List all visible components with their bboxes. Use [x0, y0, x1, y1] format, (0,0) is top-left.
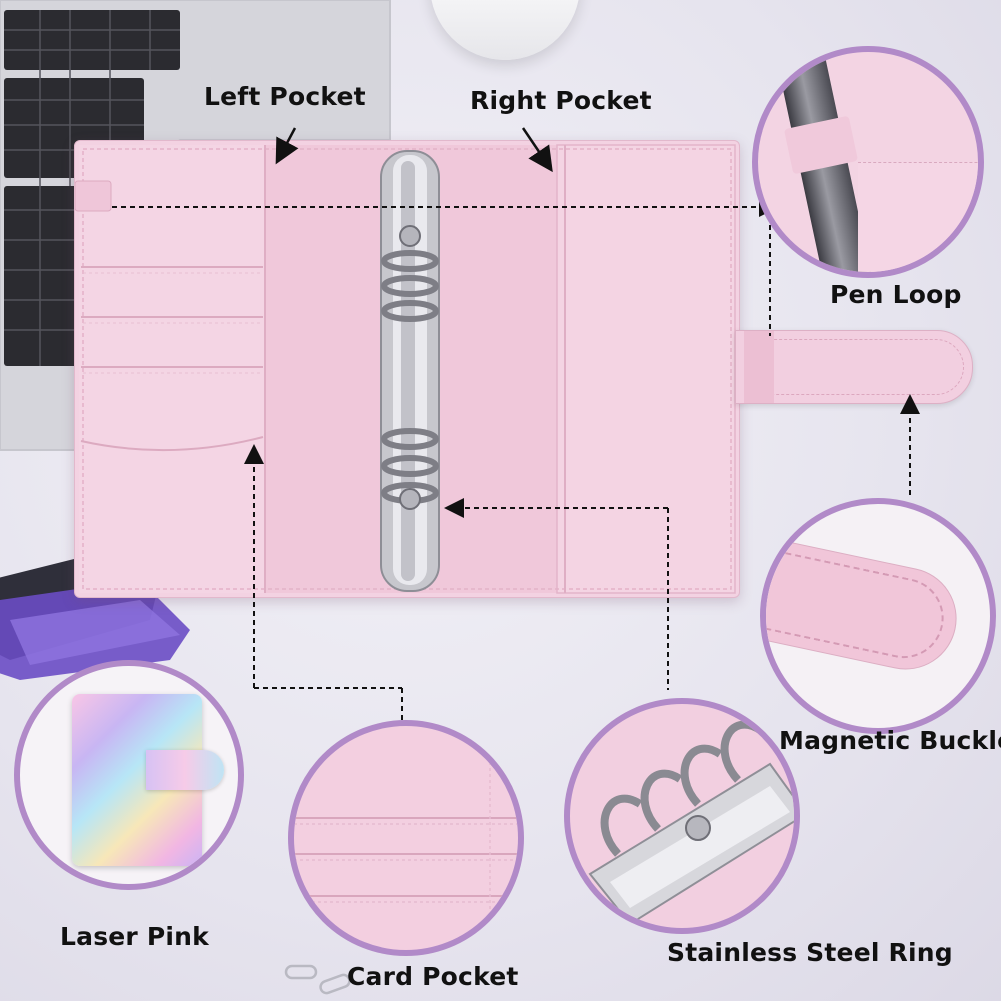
- binder-details: [75, 144, 736, 594]
- steel-ring-closeup: [564, 698, 800, 934]
- laptop: [0, 0, 400, 480]
- label-laser-pink: Laser Pink: [60, 922, 209, 951]
- card-pocket-closeup: [288, 720, 524, 956]
- magnetic-strap: [735, 330, 973, 404]
- label-magnetic-buckle: Magnetic Buckle: [779, 726, 1001, 755]
- label-right-pocket: Right Pocket: [470, 86, 652, 115]
- leather-flap: [858, 162, 978, 272]
- pen-loop-closeup: [752, 46, 984, 278]
- steel-ring-graphic: [588, 720, 794, 926]
- paper-clips: [280, 960, 380, 1001]
- label-stainless-steel-ring: Stainless Steel Ring: [667, 938, 953, 967]
- laptop-graphic: [0, 0, 391, 451]
- binder: [74, 140, 740, 598]
- laser-pink-closeup: [14, 660, 244, 890]
- label-pen-loop: Pen Loop: [830, 280, 962, 309]
- buckle-strap: [766, 530, 967, 680]
- label-card-pocket: Card Pocket: [347, 962, 519, 991]
- buckle-stitching: [766, 543, 952, 666]
- card-pocket-lines: [294, 726, 518, 950]
- magnetic-buckle-closeup: [760, 498, 996, 734]
- label-left-pocket: Left Pocket: [204, 82, 366, 111]
- strap-band: [744, 331, 774, 403]
- holographic-strap: [146, 750, 224, 790]
